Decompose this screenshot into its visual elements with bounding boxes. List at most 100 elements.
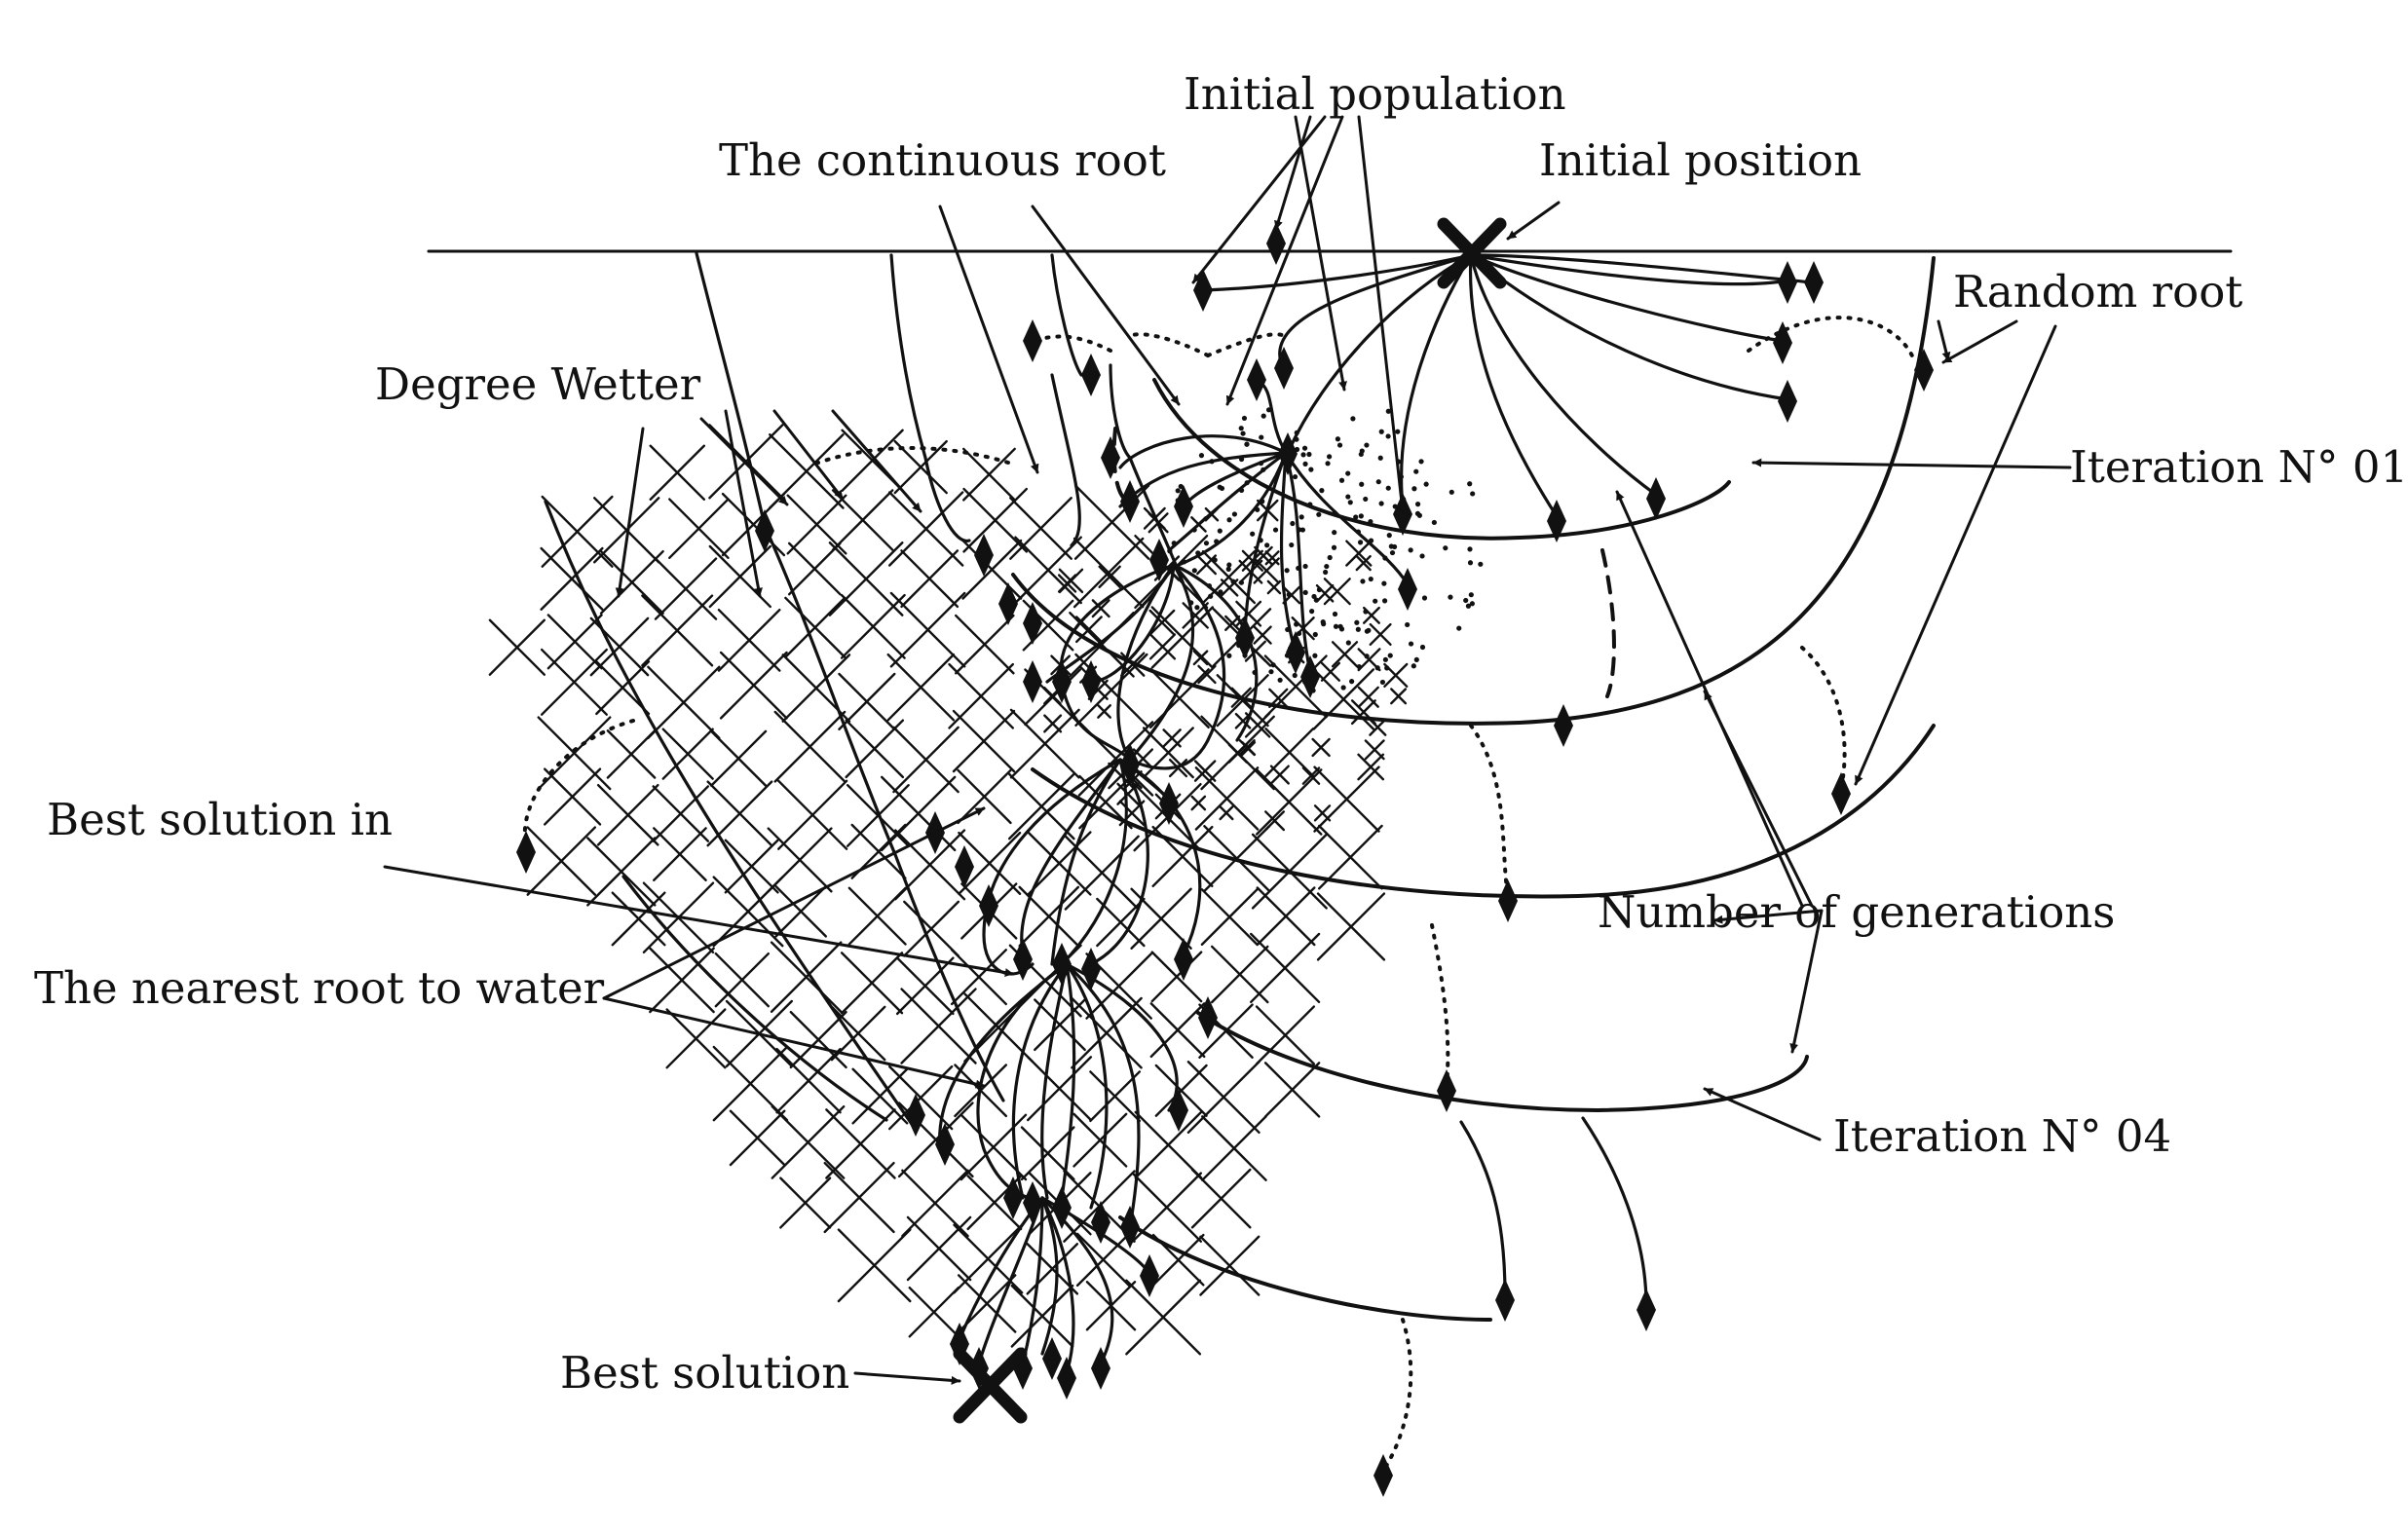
outer-roots <box>544 251 1648 1307</box>
hatch-stroke <box>1150 951 1203 1003</box>
root-tip-diamond <box>1169 1089 1188 1132</box>
stipple-dot <box>1218 589 1223 595</box>
stipple-dot <box>1301 445 1308 451</box>
stipple-dot <box>1469 601 1475 607</box>
stipple-dot <box>1230 579 1236 584</box>
x-mark <box>1357 753 1385 781</box>
hatch-stroke <box>488 618 546 676</box>
x-mark <box>1369 622 1392 647</box>
hatch-stroke <box>1125 1279 1202 1356</box>
stipple-dot <box>1241 415 1248 422</box>
hatch-stroke <box>712 876 784 948</box>
stipple-dot <box>1326 454 1333 460</box>
initial-roots <box>1201 253 1814 518</box>
initial-position-marker <box>1437 217 1507 289</box>
stipple-dot <box>1419 644 1426 651</box>
stipple-dot <box>1387 653 1393 658</box>
hatch-stroke <box>888 491 964 567</box>
hatch-stroke <box>595 660 651 716</box>
root-tip-diamond <box>1023 319 1042 362</box>
root-tip-diamond <box>1804 261 1824 304</box>
wet-soil-cross-hatch <box>488 424 1386 1356</box>
x-mark <box>1369 718 1387 736</box>
hatch-stroke <box>961 539 1023 600</box>
stipple-dot <box>1198 452 1205 459</box>
stipple-dot <box>1338 626 1345 632</box>
x-mark <box>1320 661 1341 682</box>
hatch-stroke <box>900 549 959 609</box>
stipple-dot <box>1366 627 1372 633</box>
root-tip-diamond <box>1193 269 1213 312</box>
stipple-dot <box>1373 598 1378 604</box>
stipple-dot <box>1414 510 1421 516</box>
stipple-dot <box>1250 531 1256 537</box>
stipple-dot <box>1270 662 1276 668</box>
hatch-stroke <box>721 492 786 557</box>
root-tip-diamond <box>1278 432 1298 475</box>
hatch-stroke <box>665 1008 727 1069</box>
x-mark <box>1190 795 1207 811</box>
root-tip-diamond <box>1052 943 1072 986</box>
stipple-dot <box>1364 653 1370 659</box>
stipple-dot <box>1260 413 1266 419</box>
root-tip-diamond <box>1646 477 1666 520</box>
hatch-stroke <box>1200 888 1259 946</box>
x-mark <box>1193 760 1217 782</box>
hatch-stroke <box>1194 766 1260 831</box>
arc-iteration-01 <box>1152 378 1731 541</box>
label-best-solution-in: Best solution in <box>47 794 393 845</box>
root-tip-diamond <box>1373 1454 1393 1497</box>
hatch-stroke <box>1255 768 1323 836</box>
hatch-stroke <box>903 900 960 957</box>
hatch-stroke <box>1186 1061 1260 1134</box>
hatch-stroke <box>1027 831 1092 896</box>
hatch-stroke <box>1007 772 1075 840</box>
label-initial-population: Initial population <box>1184 68 1566 120</box>
root-tip-diamond <box>1300 655 1320 698</box>
hatch-stroke <box>851 1067 909 1125</box>
stipple-dot <box>1467 481 1473 487</box>
stipple-dot <box>1316 586 1323 593</box>
stipple-dot <box>1308 467 1314 472</box>
hatch-stroke <box>900 988 977 1064</box>
stipple-dot <box>1443 545 1449 551</box>
arc-iteration-05 <box>1118 1215 1492 1322</box>
stipple-dot <box>1226 562 1232 568</box>
stipple-dot <box>1238 426 1244 431</box>
hatch-stroke <box>838 672 896 730</box>
x-mark <box>1345 540 1373 567</box>
x-mark <box>1363 606 1380 624</box>
stipple-dot <box>1340 685 1346 691</box>
label-iteration-04: Iteration N° 04 <box>1833 1110 2171 1162</box>
hatch-stroke <box>962 487 1029 553</box>
root-tip-diamond <box>1174 938 1193 981</box>
stipple-dot <box>1325 461 1331 467</box>
hatch-stroke <box>653 827 707 881</box>
stipple-dot <box>1414 502 1421 507</box>
hatch-stroke <box>823 1161 895 1234</box>
stipple-dot <box>1357 540 1364 545</box>
stipple-dot <box>1363 609 1369 615</box>
stipple-dot <box>1268 669 1274 675</box>
stipple-dot <box>1345 494 1351 500</box>
stipple-dot <box>1389 549 1396 556</box>
stipple-dot <box>1292 672 1298 679</box>
x-mark <box>1097 704 1111 719</box>
x-mark <box>1357 686 1379 708</box>
stipple-dot <box>1208 593 1214 599</box>
stipple-dot <box>1311 593 1317 600</box>
root-tip-diamond <box>1235 616 1255 659</box>
hatch-stroke <box>1089 1070 1142 1123</box>
stipple-dot <box>1319 488 1325 494</box>
root-tip-diamond <box>1247 358 1266 401</box>
arc-iteration-04 <box>1196 1011 1809 1112</box>
root-tip-diamond <box>1120 743 1140 786</box>
hatch-stroke <box>1148 668 1210 729</box>
stipple-dot <box>1350 416 1356 422</box>
hatch-stroke <box>1154 1064 1208 1117</box>
stipple-dot <box>1381 580 1387 586</box>
stipple-dot <box>1225 566 1231 572</box>
root-tip-diamond <box>1554 704 1573 747</box>
hatch-stroke <box>541 495 614 568</box>
hatch-stroke <box>775 1047 842 1114</box>
